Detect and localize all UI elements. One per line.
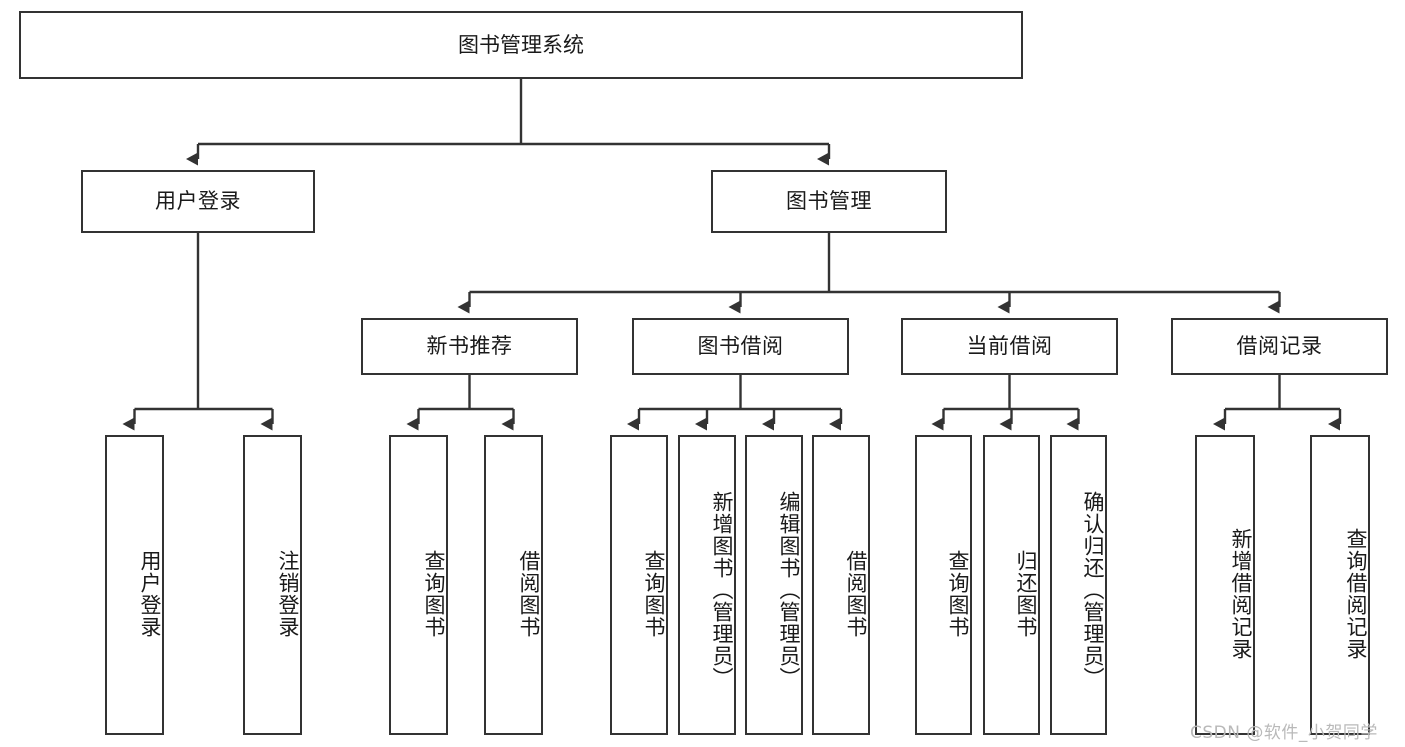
node-book-borrow[interactable]: 图书借阅 (632, 318, 849, 375)
node-label: 查询图书 (642, 550, 666, 638)
node-label: 图书管理 (786, 189, 872, 214)
node-new-book-recommend[interactable]: 新书推荐 (361, 318, 578, 375)
node-label: 用户登录 (138, 550, 162, 638)
node-label: 归还图书 (1014, 550, 1038, 638)
node-label: 图书借阅 (697, 334, 784, 359)
node-leaf-return-book[interactable]: 归还图书 (983, 435, 1040, 735)
node-leaf-confirm-return[interactable]: 确认归还（管理员） (1050, 435, 1107, 735)
node-book-manage[interactable]: 图书管理 (711, 170, 947, 233)
node-label: 新增图书（管理员） (710, 491, 734, 689)
node-leaf-borrow-book-brw[interactable]: 借阅图书 (812, 435, 870, 735)
node-label: 借阅图书 (517, 550, 541, 638)
node-label: 编辑图书（管理员） (777, 491, 801, 689)
node-leaf-user-login[interactable]: 用户登录 (105, 435, 164, 735)
node-label: 查询图书 (946, 550, 970, 638)
node-label: 用户登录 (155, 189, 241, 214)
node-label: 新书推荐 (426, 334, 513, 359)
node-label: 图书管理系统 (458, 32, 584, 57)
node-label: 查询借阅记录 (1344, 528, 1368, 660)
watermark-text: CSDN @软件_小贺同学 (1190, 723, 1378, 743)
node-leaf-add-book[interactable]: 新增图书（管理员） (678, 435, 736, 735)
node-leaf-query-record[interactable]: 查询借阅记录 (1310, 435, 1370, 735)
node-borrow-record[interactable]: 借阅记录 (1171, 318, 1388, 375)
node-leaf-add-record[interactable]: 新增借阅记录 (1195, 435, 1255, 735)
node-label: 确认归还（管理员） (1081, 491, 1105, 689)
node-leaf-edit-book[interactable]: 编辑图书（管理员） (745, 435, 803, 735)
node-label: 当前借阅 (966, 334, 1053, 359)
node-label: 查询图书 (422, 550, 446, 638)
node-user-login[interactable]: 用户登录 (81, 170, 315, 233)
node-leaf-user-logout[interactable]: 注销登录 (243, 435, 302, 735)
node-root[interactable]: 图书管理系统 (19, 11, 1023, 79)
node-leaf-query-book-cur[interactable]: 查询图书 (915, 435, 972, 735)
node-current-borrow[interactable]: 当前借阅 (901, 318, 1118, 375)
node-label: 新增借阅记录 (1229, 528, 1253, 660)
node-leaf-query-book-rec[interactable]: 查询图书 (389, 435, 448, 735)
node-label: 借阅图书 (844, 550, 868, 638)
node-leaf-borrow-book-rec[interactable]: 借阅图书 (484, 435, 543, 735)
node-leaf-query-book-brw[interactable]: 查询图书 (610, 435, 668, 735)
node-label: 借阅记录 (1236, 334, 1323, 359)
node-label: 注销登录 (276, 550, 300, 638)
